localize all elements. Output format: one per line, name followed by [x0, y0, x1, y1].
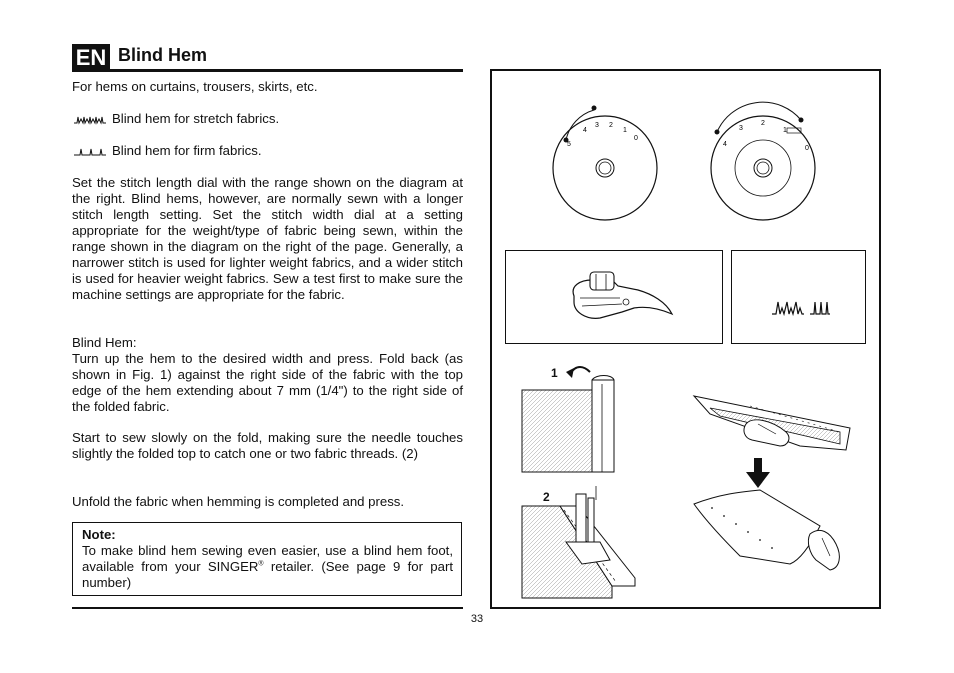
blind-hem-heading: Blind Hem: [72, 335, 137, 350]
stitch-width-dial: 4 3 2 1 0 [710, 101, 816, 221]
fig4-unfolded-fabric [693, 489, 840, 571]
presser-foot-box [505, 250, 723, 344]
length-mark-1: 1 [623, 127, 627, 134]
length-mark-2: 2 [609, 122, 613, 129]
title-divider [72, 69, 463, 72]
fig1-folded-fabric [521, 366, 615, 473]
length-mark-5: 5 [567, 141, 571, 148]
note-text-after: retailer. (See page 9 for part number) [82, 559, 454, 590]
stitch-pattern-box [731, 250, 866, 344]
bottom-divider [72, 607, 463, 609]
stitch-length-dial: 5 4 3 2 1 0 [552, 105, 658, 221]
width-mark-0: 0 [805, 145, 809, 152]
width-mark-4: 4 [723, 141, 727, 148]
length-mark-4: 4 [583, 127, 587, 134]
registered-mark: ® [258, 560, 264, 568]
length-mark-0: 0 [634, 135, 638, 142]
width-mark-1: 1 [783, 127, 787, 134]
fig2-label: 2 [543, 490, 550, 504]
stitch-label-firm: Blind hem for firm fabrics. [112, 143, 262, 158]
stitch-patterns-icon [772, 301, 830, 317]
length-mark-3: 3 [595, 122, 599, 129]
page-number: 33 [470, 613, 484, 625]
stitch-item-firm: Blind hem for firm fabrics. [74, 143, 262, 159]
paragraph-unfold: Unfold the fabric when hemming is comple… [72, 494, 405, 509]
illustration-panel [490, 69, 881, 609]
presser-foot-icon [572, 271, 674, 319]
language-badge: EN [72, 44, 110, 71]
stretch-blind-hem-icon [74, 116, 106, 125]
fig2-sewing [521, 486, 636, 599]
stitch-label-stretch: Blind hem for stretch fabrics. [112, 111, 280, 126]
note-box [72, 522, 462, 596]
width-mark-2: 2 [761, 120, 765, 127]
page-title: Blind Hem [118, 45, 208, 65]
paragraph-settings: Set the stitch length dial with the rang… [72, 175, 463, 302]
intro-text: For hems on curtains, trousers, skirts, … [72, 79, 318, 94]
firm-blind-hem-icon [74, 148, 106, 156]
down-arrow-icon [746, 458, 770, 488]
fig3-hand-folding [692, 395, 851, 451]
stitch-item-stretch: Blind hem for stretch fabrics. [74, 111, 279, 127]
note-text-before: To make blind hem sewing even easier, us… [82, 543, 453, 574]
note-title: Note: [82, 527, 116, 542]
paragraph-fold: Turn up the hem to the desired width and… [72, 351, 463, 414]
paragraph-sew: Start to sew slowly on the fold, making … [72, 430, 463, 461]
width-mark-3: 3 [739, 125, 743, 132]
fig1-label: 1 [551, 366, 558, 380]
note-text: To make blind hem sewing even easier, us… [82, 543, 453, 591]
